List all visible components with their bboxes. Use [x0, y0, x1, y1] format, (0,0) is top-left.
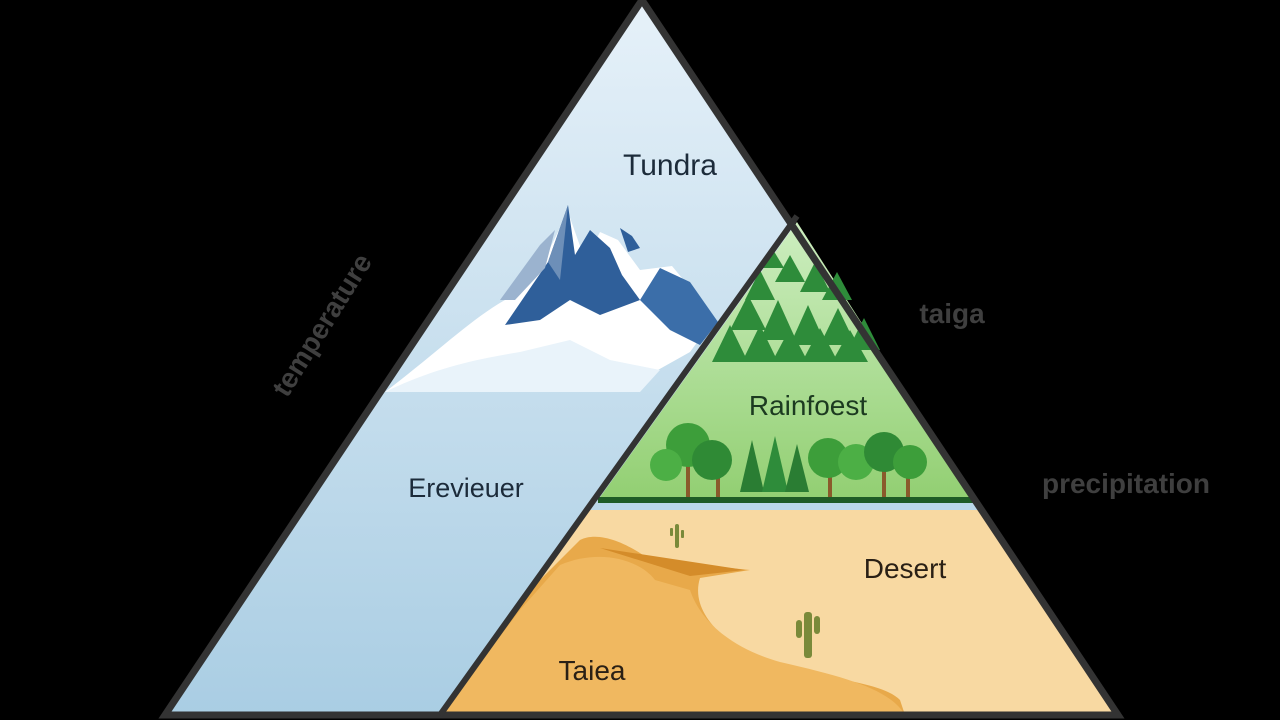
rainforest-region: [598, 222, 975, 503]
label-rainforest: Rainfoest: [749, 390, 868, 421]
axis-label-taiga: taiga: [919, 298, 985, 329]
axis-label-precipitation: precipitation: [1042, 468, 1210, 499]
axis-label-temperature: temperature: [266, 248, 378, 402]
cactus-icon: [670, 524, 820, 658]
label-taiea: Taiea: [559, 655, 626, 686]
desert-region: [440, 510, 1118, 715]
mountain-icon: [385, 205, 718, 392]
triangle-outline: [158, 0, 1125, 719]
label-desert: Desert: [864, 553, 947, 584]
label-tundra: Tundra: [623, 149, 717, 182]
tree-icon: [650, 423, 927, 500]
forest-icon: [712, 248, 880, 362]
label-evergreen: Erevieuer: [408, 473, 524, 503]
